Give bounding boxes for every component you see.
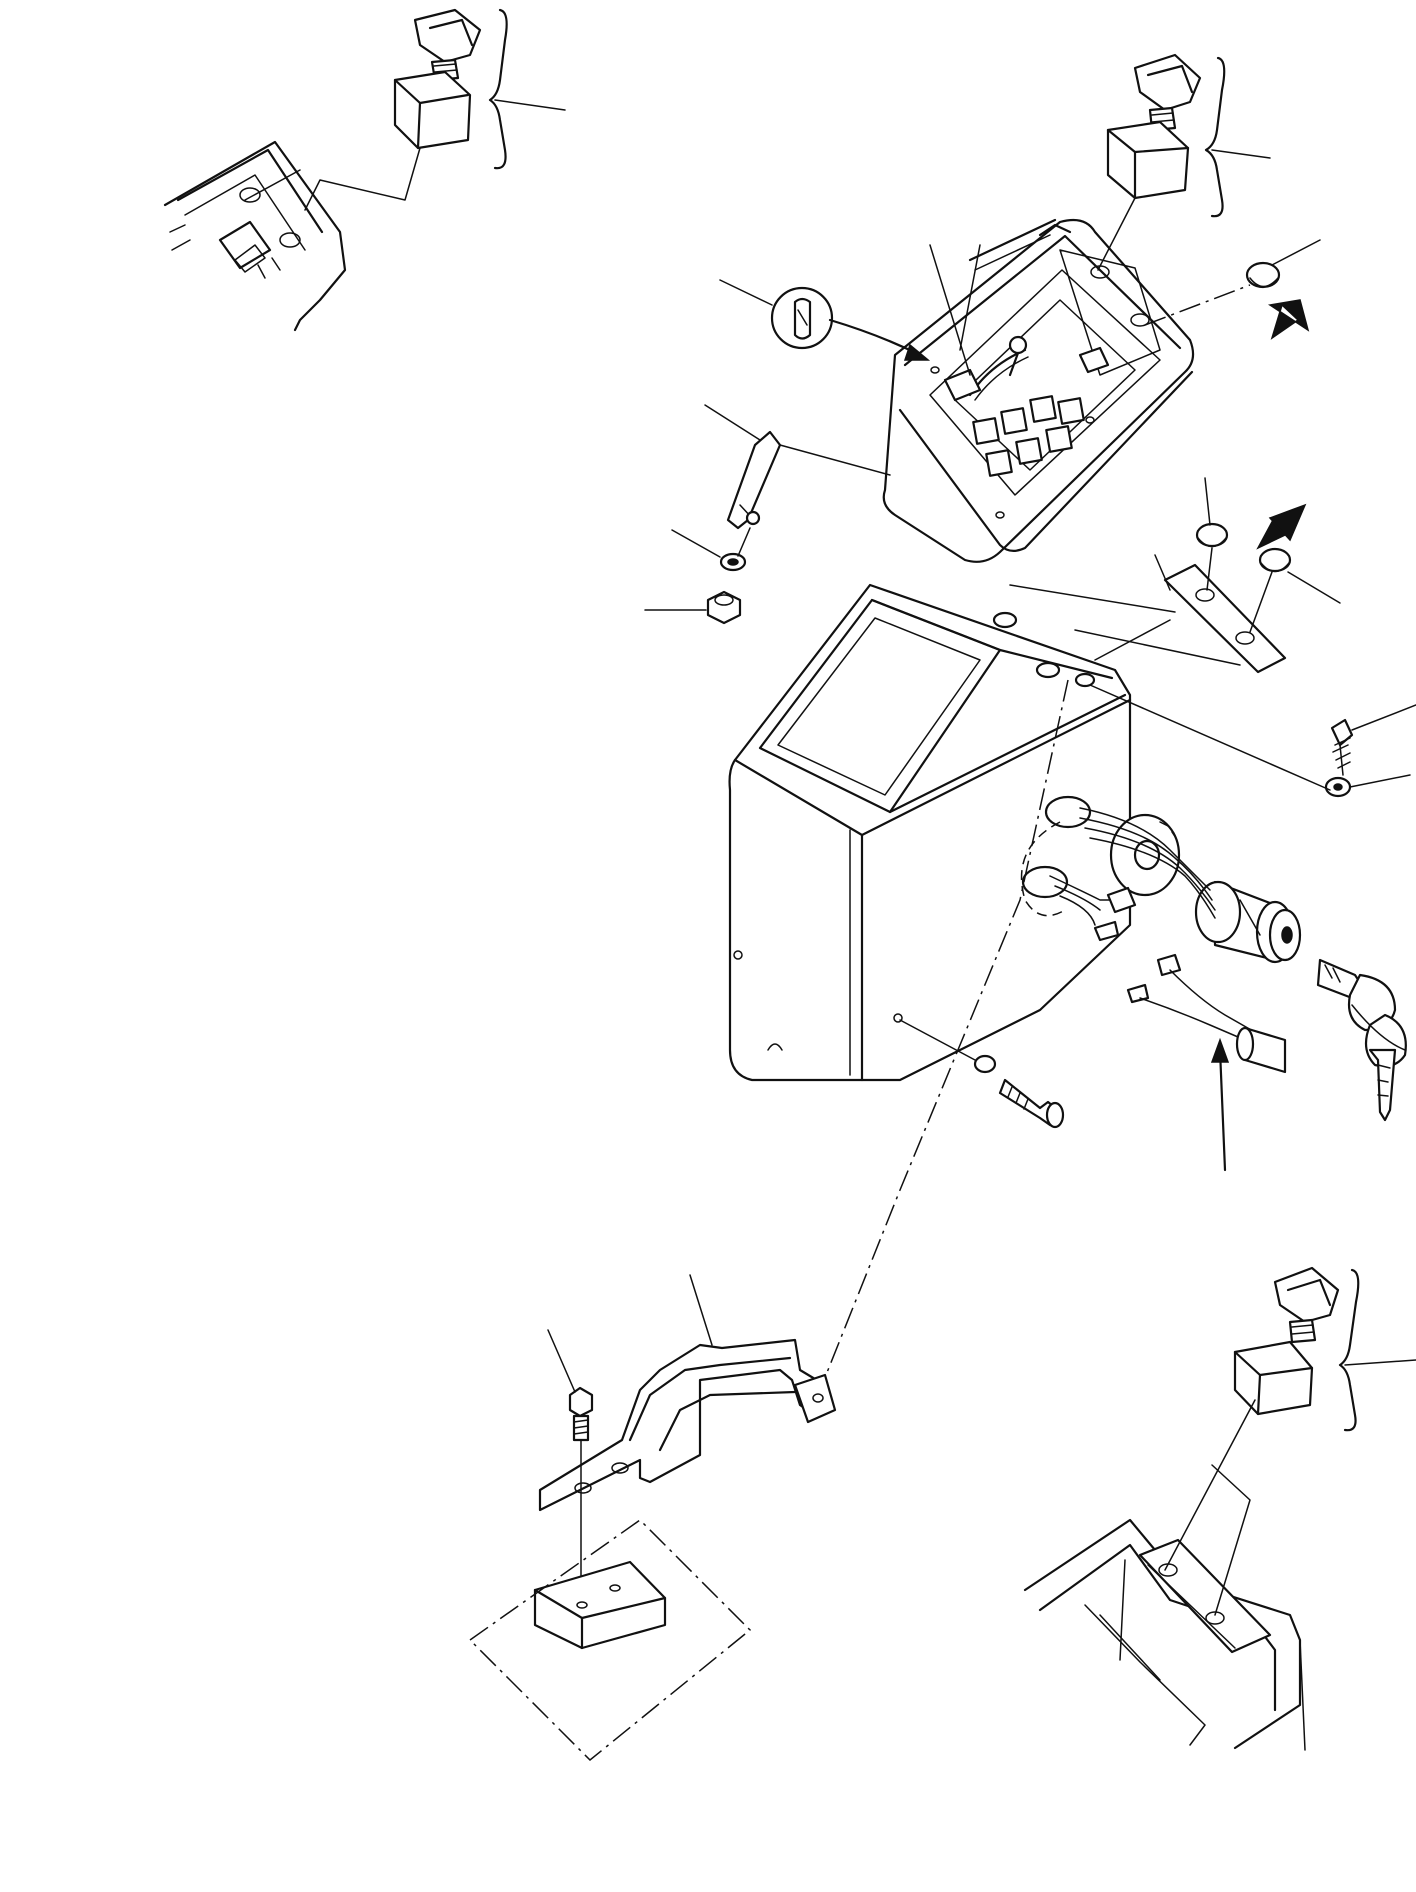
mounting-stay — [538, 1274, 837, 1512]
ignition-keys — [1316, 958, 1407, 1122]
mounting-base — [468, 1519, 752, 1762]
leader-box-to-washer — [1089, 684, 1331, 791]
blind-plug-top — [1245, 239, 1321, 289]
switch-body — [393, 70, 472, 150]
slot-switch — [943, 368, 982, 402]
flange-bolt — [547, 1329, 594, 1581]
nut-left — [644, 590, 742, 625]
screw-right — [1330, 704, 1416, 776]
console-box — [728, 583, 1132, 1082]
rotary-knob — [413, 8, 482, 64]
arrow-mid-right — [1256, 503, 1307, 550]
indicator-window — [1078, 346, 1110, 374]
leader-top-1 — [929, 244, 971, 376]
rotary-knob-3 — [1273, 1266, 1340, 1324]
top-left-switch-detail — [163, 8, 566, 332]
top-right-switch-detail — [1106, 53, 1271, 218]
key-switch-assembly — [1049, 807, 1302, 1172]
stay-bracket — [704, 404, 891, 530]
lamp-detail-bubble — [719, 279, 931, 361]
brace-bracket — [488, 8, 508, 170]
blind-plug-mid-2 — [1249, 547, 1341, 633]
brace-bracket-2 — [1204, 56, 1226, 218]
gasket-plate — [1154, 554, 1287, 674]
washer-left — [671, 529, 747, 572]
brace-leader-2 — [1211, 149, 1271, 159]
rotary-knob-2 — [1133, 53, 1202, 112]
switch-stem-3 — [1288, 1318, 1317, 1344]
monitor-panel — [882, 218, 1195, 563]
switch-body-2 — [1106, 120, 1190, 200]
bottom-right-switch-detail — [1023, 1266, 1416, 1751]
box-front-screw — [899, 1019, 1065, 1129]
switch-body-3 — [1233, 1340, 1314, 1416]
leader-switch-to-panel — [304, 147, 421, 211]
leader-switch-to-monitor — [1097, 197, 1136, 271]
leader-top-2 — [959, 244, 981, 351]
brace-bracket-3 — [1338, 1268, 1360, 1432]
brace-leader — [494, 99, 566, 111]
panel-corner — [163, 140, 347, 332]
leader-bracket-washer — [737, 527, 751, 557]
blind-plug-mid-1 — [1195, 477, 1229, 591]
monitor-housing — [882, 218, 1195, 563]
leader-plug-to-hole — [1144, 284, 1251, 326]
leader-box-to-bracket — [821, 679, 1069, 1386]
washer-right — [1324, 774, 1411, 798]
control-buttons — [972, 395, 1085, 477]
arrow-top-right — [1267, 299, 1310, 340]
gauge-knob — [1008, 335, 1028, 355]
brace-leader-3 — [1344, 1359, 1416, 1366]
